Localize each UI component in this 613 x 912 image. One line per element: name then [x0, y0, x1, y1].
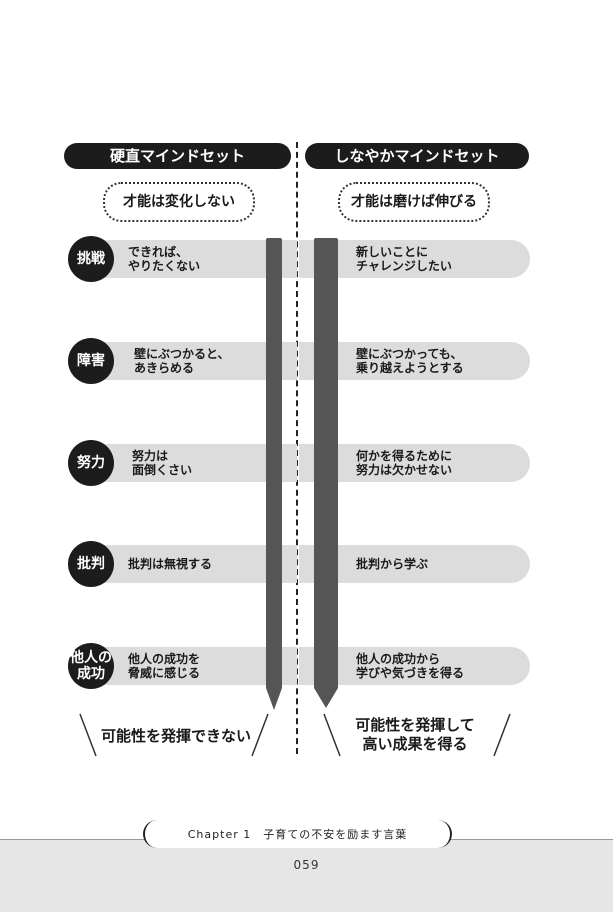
center-divider: [296, 142, 298, 754]
page-number: 059: [293, 858, 320, 872]
chapter-label-box: [143, 820, 452, 848]
fixed-row-text: 努力は 面倒くさい: [132, 449, 193, 477]
row-band-left: [92, 647, 297, 685]
row-band-left: [92, 444, 297, 482]
result-slashes-right: [323, 713, 511, 757]
growth-row-text: 他人の成功から 学びや気づきを得る: [356, 652, 465, 680]
row-band-left: [92, 240, 297, 278]
growth-row-text: 新しいことに チャレンジしたい: [356, 245, 452, 273]
category-badge: 他人の 成功: [68, 643, 114, 689]
growth-row-text: 壁にぶつかっても、 乗り越えようとする: [356, 347, 464, 375]
growth-result: 可能性を発揮して 高い成果を得る: [355, 716, 475, 753]
row-band-left: [92, 342, 297, 380]
chapter-label: Chapter 1 子育ての不安を励ます言葉: [187, 828, 408, 841]
growth-row-text: 何かを得るために 努力は欠かせない: [356, 449, 453, 477]
row-band-left: [92, 545, 297, 583]
category-badge: 挑戦: [68, 236, 114, 282]
fixed-row-text: 批判は無視する: [128, 557, 213, 571]
category-badge: 努力: [68, 440, 114, 486]
fixed-mindset-title: 硬直マインドセット: [64, 143, 291, 169]
fixed-row-text: できれば、 やりたくない: [128, 245, 201, 273]
category-badge: 批判: [68, 541, 114, 587]
fixed-result: 可能性を発揮できない: [100, 727, 251, 745]
fixed-belief: 才能は変化しない: [103, 182, 255, 222]
short-pencil-icon: [266, 238, 282, 710]
growth-row-text: 批判から学ぶ: [356, 557, 429, 571]
long-pencil-icon: [314, 238, 338, 708]
fixed-row-text: 壁にぶつかると、 あきらめる: [134, 347, 230, 375]
result-slashes-left: [79, 713, 269, 757]
fixed-row-text: 他人の成功を 脅威に感じる: [128, 652, 201, 680]
growth-belief: 才能は磨けば伸びる: [338, 182, 490, 222]
category-badge: 障害: [68, 338, 114, 384]
footer-bar: [0, 840, 613, 912]
growth-mindset-title: しなやかマインドセット: [305, 143, 529, 169]
